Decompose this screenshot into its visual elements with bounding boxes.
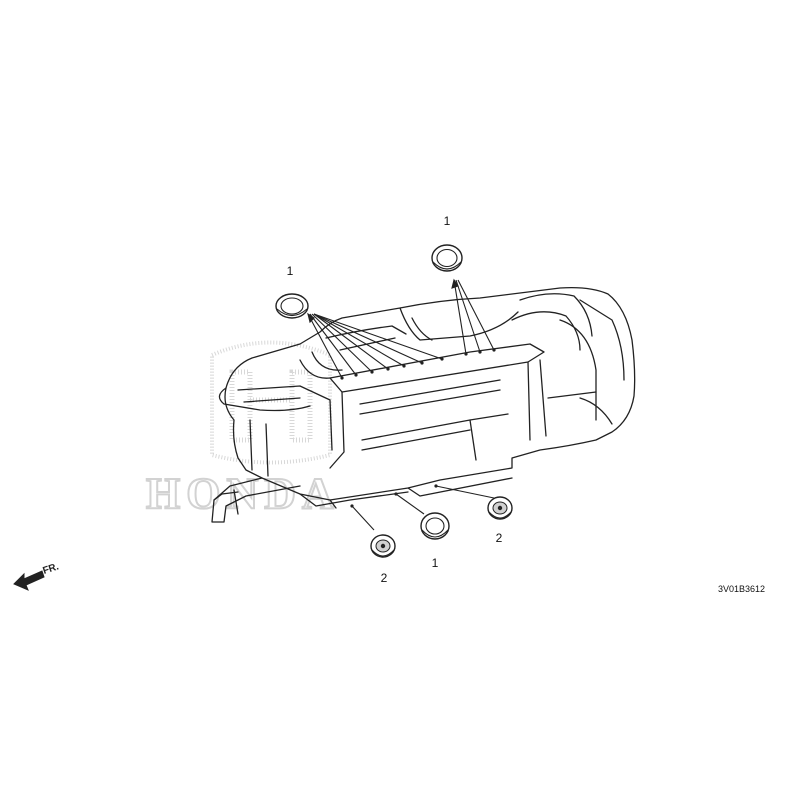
callout-bottom-right: 2 <box>496 531 503 545</box>
callout-bottom-center: 1 <box>432 556 439 570</box>
grommet-2-bottom-left[interactable] <box>370 534 396 558</box>
grommet-1-top-right[interactable] <box>431 244 463 272</box>
callout-top-right: 1 <box>444 214 451 228</box>
callout-bottom-left: 2 <box>381 571 388 585</box>
grommet-1-bottom-center[interactable] <box>420 512 450 540</box>
direction-label: FR. <box>42 561 61 577</box>
arrow-left-icon <box>13 570 45 591</box>
honda-watermark: HONDA <box>145 340 340 519</box>
honda-watermark-text: HONDA <box>146 469 340 518</box>
part-code: 3V01B3612 <box>718 584 765 594</box>
grommet-1-top-left[interactable] <box>275 293 309 319</box>
callout-top-left: 1 <box>287 264 294 278</box>
body-outline <box>224 286 636 501</box>
front-extension <box>218 387 311 412</box>
undercarriage-body <box>211 286 636 523</box>
front-direction-indicator: FR. <box>13 561 61 591</box>
leader-lines <box>307 278 495 531</box>
grommet-2-bottom-right[interactable] <box>487 496 513 520</box>
